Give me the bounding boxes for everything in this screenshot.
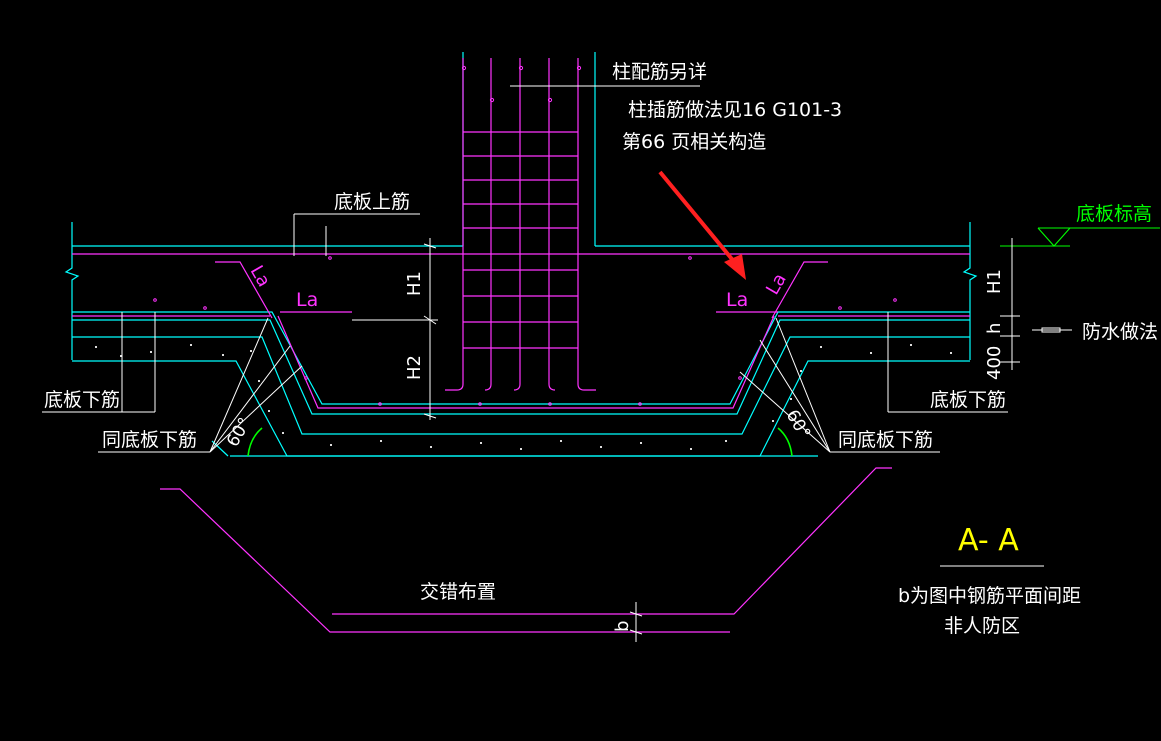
column-rebar-note: 柱配筋另详 (612, 61, 707, 83)
slab-top-rebar-label: 底板上筋 (334, 191, 410, 213)
leader-lines (42, 85, 1072, 642)
slab-elevation-label: 底板标高 (1076, 203, 1152, 225)
slab-bottom-rebar-left: 底板下筋 (44, 389, 120, 411)
la-label-right: La (726, 289, 748, 311)
dim-b: b (612, 621, 633, 632)
concrete-hatch (95, 344, 952, 450)
same-as-bottom-right: 同底板下筋 (838, 429, 933, 451)
elevation-dimension (1000, 227, 1160, 247)
staggered-label: 交错布置 (420, 581, 496, 603)
la-label-right-slanted: La (762, 270, 791, 299)
dim-h: h (984, 323, 1005, 334)
concrete-outline (64, 52, 978, 457)
la-label-left: La (296, 289, 318, 311)
la-label-left-slanted: La (246, 262, 275, 291)
waterproofing-label: 防水做法 (1082, 321, 1158, 343)
column-dowel-note-2: 第66 页相关构造 (622, 131, 766, 153)
section-title: A- A (958, 523, 1019, 558)
height-dimension (1000, 238, 1020, 370)
note-spacing: b为图中钢筋平面间距 (898, 585, 1081, 607)
rebar-dots (153, 65, 897, 406)
angle-arcs (247, 427, 793, 457)
same-as-bottom-left: 同底板下筋 (102, 429, 197, 451)
dim-h1-right: H1 (984, 269, 1005, 294)
slab-bottom-rebar-right: 底板下筋 (930, 389, 1006, 411)
dim-400: 400 (984, 346, 1005, 380)
note-non-civil-defense: 非人防区 (944, 615, 1020, 637)
dim-h1: H1 (404, 271, 425, 296)
column-dowel-note-1: 柱插筋做法见16 G101-3 (628, 99, 842, 121)
red-arrow (658, 170, 746, 280)
rebar-lines (72, 58, 970, 633)
dim-h2: H2 (404, 355, 425, 380)
